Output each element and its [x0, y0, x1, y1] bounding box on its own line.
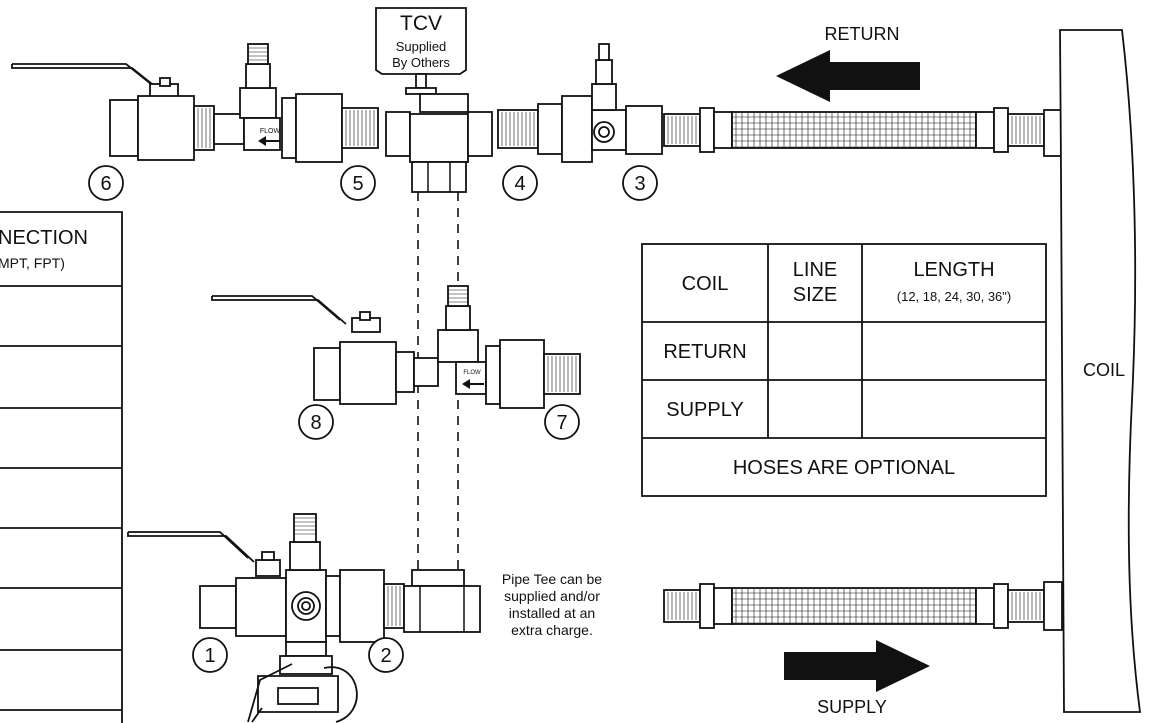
note-line-4: extra charge.	[511, 622, 593, 638]
table-header-size: SIZE	[793, 284, 837, 306]
flow-label-middle: FLOW	[463, 370, 481, 376]
callout-7: 7	[544, 404, 580, 440]
bottom-valve-assembly	[127, 513, 405, 723]
flow-label-top: FLOW	[260, 128, 281, 135]
table-row-supply: SUPPLY	[666, 399, 743, 421]
callout-3: 3	[622, 165, 658, 201]
table-row-return: RETURN	[663, 341, 746, 363]
note-line-3: installed at an	[509, 605, 595, 621]
callout-1: 1	[192, 637, 228, 673]
coil-hose-table: COIL LINE SIZE LENGTH (12, 18, 24, 30, 3…	[641, 243, 1047, 497]
left-connection-table: NECTION MPT, FPT)	[0, 211, 123, 723]
svg-text:1: 1	[204, 645, 215, 667]
table-header-length: LENGTH	[913, 259, 994, 281]
top-right-union-assembly	[497, 43, 663, 163]
left-table-header-1: NECTION	[0, 227, 88, 249]
middle-valve-assembly: FLOW	[211, 285, 581, 409]
callout-5: 5	[340, 165, 376, 201]
callout-8: 8	[298, 404, 334, 440]
tcv-title: TCV	[400, 12, 442, 35]
left-table-header-2: MPT, FPT)	[0, 255, 65, 271]
svg-text:5: 5	[352, 173, 363, 195]
svg-text:4: 4	[514, 173, 525, 195]
svg-text:2: 2	[380, 645, 391, 667]
svg-text:3: 3	[634, 173, 645, 195]
return-hose	[663, 107, 1063, 157]
svg-text:8: 8	[310, 412, 321, 434]
table-header-length-options: (12, 18, 24, 30, 36")	[897, 289, 1011, 304]
supply-hose	[663, 581, 1063, 631]
pipe-tee: Pipe Tee can be supplied and/or installe…	[403, 569, 602, 638]
tcv-sub1: Supplied	[396, 39, 447, 54]
tcv-valve-body	[385, 73, 493, 193]
callout-6: 6	[88, 165, 124, 201]
table-footer: HOSES ARE OPTIONAL	[733, 457, 955, 479]
table-header-line: LINE	[793, 259, 837, 281]
svg-text:6: 6	[100, 173, 111, 195]
note-line-2: supplied and/or	[504, 588, 600, 604]
supply-arrow: SUPPLY	[784, 640, 930, 717]
supply-label: SUPPLY	[817, 697, 887, 717]
return-label: RETURN	[825, 24, 900, 44]
coil: COIL	[1059, 29, 1142, 713]
top-left-valve-assembly: FLOW	[11, 43, 379, 163]
note-line-1: Pipe Tee can be	[502, 571, 602, 587]
tcv-sub2: By Others	[392, 55, 450, 70]
return-arrow: RETURN	[776, 24, 920, 102]
coil-label: COIL	[1083, 360, 1125, 380]
callout-4: 4	[502, 165, 538, 201]
callout-2: 2	[368, 637, 404, 673]
tcv-box: TCV Supplied By Others	[375, 7, 467, 75]
table-header-coil: COIL	[682, 273, 729, 295]
svg-text:7: 7	[556, 412, 567, 434]
